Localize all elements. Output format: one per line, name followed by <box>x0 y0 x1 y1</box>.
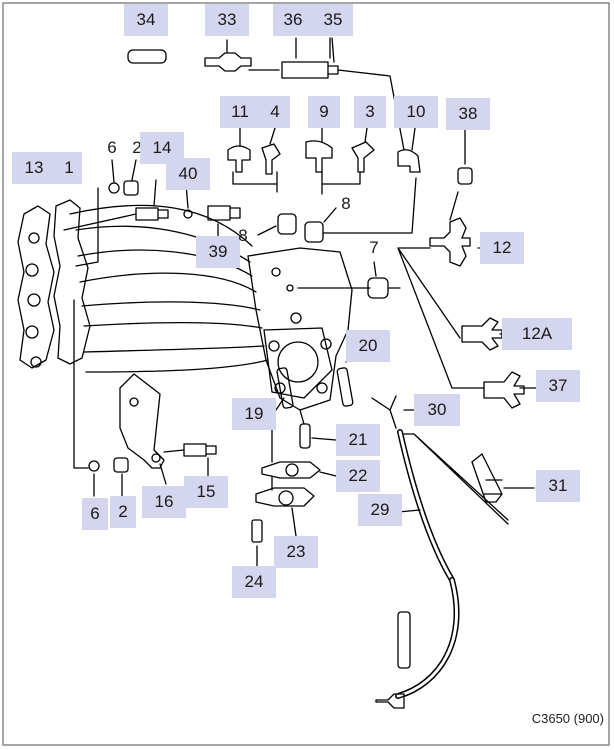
callout-16[interactable]: 16 <box>142 486 186 518</box>
callout-24[interactable]: 24 <box>232 566 276 598</box>
part-19-stud <box>276 367 294 409</box>
part-12-valve <box>429 217 471 267</box>
callout-1[interactable]: 1 <box>56 152 82 184</box>
plenum-body <box>247 247 353 411</box>
callout-2-lower[interactable]: 2 <box>110 496 136 528</box>
part-22-gasket <box>261 461 321 479</box>
part-20-stud <box>336 367 354 407</box>
part-9-fitting <box>305 140 333 173</box>
part-8-spacer-a <box>277 213 297 235</box>
callout-19[interactable]: 19 <box>232 398 276 430</box>
drawing-reference: C3650 (900) <box>531 711 604 726</box>
part-40-washer <box>183 209 193 219</box>
callout-2-upper[interactable]: 2 <box>132 138 142 157</box>
callout-21[interactable]: 21 <box>336 424 380 456</box>
part-29-hose <box>397 429 455 583</box>
part-34-sleeve <box>127 49 167 64</box>
callout-37[interactable]: 37 <box>536 370 580 402</box>
part-38-cap <box>457 167 473 185</box>
part-36-connector <box>281 61 329 79</box>
part-7-spacer <box>367 277 389 299</box>
part-12A-valve <box>461 317 503 351</box>
part-15-bolt <box>183 443 217 457</box>
callout-6-lower[interactable]: 6 <box>82 498 108 530</box>
part-14-bolt <box>135 207 169 221</box>
callout-15[interactable]: 15 <box>184 476 228 508</box>
part-2-nut-upper <box>123 180 139 196</box>
callout-38[interactable]: 38 <box>446 98 490 130</box>
part-10-elbow <box>397 149 421 173</box>
callout-30[interactable]: 30 <box>414 394 460 426</box>
t-piece <box>375 693 405 709</box>
callout-10[interactable]: 10 <box>394 96 438 128</box>
callout-22[interactable]: 22 <box>336 460 380 492</box>
part-3-fitting <box>351 141 375 173</box>
callout-9[interactable]: 9 <box>308 96 340 128</box>
part-30-connector <box>371 395 397 429</box>
part-13-gasket <box>17 205 55 369</box>
t-piece-stem <box>397 611 411 669</box>
part-4-fitting <box>261 143 281 175</box>
part-2-nut-lower <box>113 457 129 473</box>
callout-12[interactable]: 12 <box>480 232 524 264</box>
callout-39[interactable]: 39 <box>196 236 240 268</box>
callout-8-left[interactable]: 8 <box>238 226 248 245</box>
part-24-screw <box>251 519 263 543</box>
part-39-bolt <box>207 205 241 221</box>
part-21-stud <box>299 423 311 449</box>
callout-3[interactable]: 3 <box>354 96 386 128</box>
callout-13[interactable]: 13 <box>12 152 56 184</box>
callout-23[interactable]: 23 <box>274 536 318 568</box>
part-37-valve <box>483 371 525 409</box>
callout-29[interactable]: 29 <box>358 494 402 526</box>
callout-35[interactable]: 35 <box>313 4 353 36</box>
part-16-bracket <box>119 373 165 469</box>
callout-33[interactable]: 33 <box>205 4 249 36</box>
callout-40[interactable]: 40 <box>166 158 210 190</box>
throttle-flange <box>263 327 333 399</box>
part-8-spacer-b <box>304 221 324 243</box>
part-31-manifold <box>471 453 503 503</box>
part-6-washer-lower <box>88 460 100 472</box>
callout-14[interactable]: 14 <box>140 132 184 164</box>
callout-8-right[interactable]: 8 <box>341 194 351 213</box>
part-11-fitting <box>227 145 251 173</box>
part-1-flange <box>53 199 91 365</box>
part-6-washer-upper <box>108 182 120 194</box>
callout-6-upper[interactable]: 6 <box>107 138 117 157</box>
callout-4[interactable]: 4 <box>260 96 290 128</box>
part-33-nipple <box>204 52 252 72</box>
callout-31[interactable]: 31 <box>536 470 580 502</box>
callout-36[interactable]: 36 <box>273 4 313 36</box>
callout-7[interactable]: 7 <box>369 238 379 257</box>
callout-12A[interactable]: 12A <box>502 318 572 350</box>
part-23-gasket <box>255 487 315 507</box>
callout-11[interactable]: 11 <box>220 96 260 128</box>
callout-34[interactable]: 34 <box>124 4 168 36</box>
callout-20[interactable]: 20 <box>346 330 390 362</box>
